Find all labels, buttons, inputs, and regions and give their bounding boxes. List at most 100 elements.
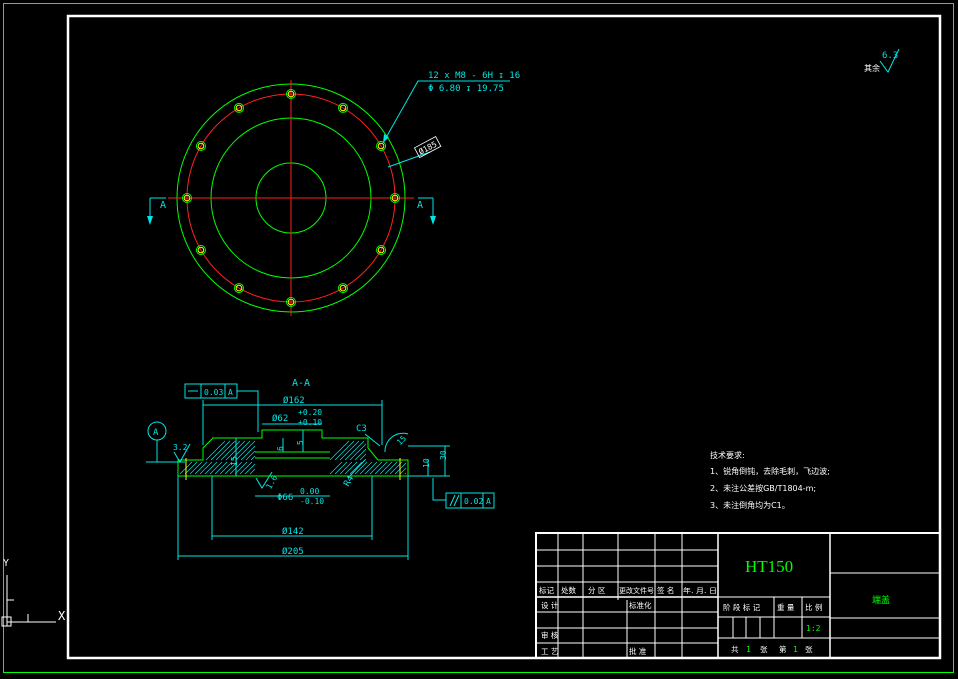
bolt-holes	[182, 89, 400, 307]
hatch-line	[194, 461, 208, 475]
parallel-symbol	[449, 494, 456, 507]
hatch-line	[224, 461, 238, 475]
hatch-line	[250, 455, 256, 461]
bolt-hole	[338, 102, 348, 113]
leader-arrowhead	[383, 134, 389, 143]
hole-callout-line1: 12 x M8 - 6H ↧ 16	[428, 71, 520, 81]
bolt-circle-dim-tag: Ø185	[413, 136, 442, 159]
bolt-hole	[376, 245, 387, 255]
bolt-hole	[195, 245, 206, 255]
ucs-y-label: Y	[3, 558, 9, 569]
hatch-line	[349, 443, 367, 461]
hatch-line	[379, 461, 393, 475]
dim-10: 10	[422, 458, 431, 468]
section-mark-left: A	[160, 200, 166, 211]
flatness-value: 0.03	[204, 388, 223, 397]
bolt-circle-dim: Ø185	[417, 139, 439, 157]
roughness-16-symbol	[255, 471, 273, 489]
hatch-line	[339, 461, 353, 475]
drawing-frame	[66, 14, 942, 660]
bolt-hole-thread	[339, 104, 347, 112]
hatch-line	[189, 461, 203, 475]
bolt-hole-thread	[183, 194, 191, 202]
tb-total: 1	[746, 645, 751, 654]
hatch-line	[245, 450, 256, 461]
chamfer-c3: C3	[356, 424, 367, 434]
hatch-line	[234, 461, 248, 475]
section-hatching	[179, 440, 407, 475]
dim-66-upper: 0.00	[300, 487, 319, 496]
angle-15: 15	[395, 434, 408, 447]
tb-header-mark: 标记	[539, 585, 554, 595]
hatch-line	[359, 453, 367, 461]
hatch-line	[334, 440, 355, 461]
bolt-hole-thread	[235, 284, 243, 292]
bolt-hole	[182, 193, 192, 203]
dim-62-lower: +0.10	[298, 418, 322, 427]
tb-unit1: 张	[760, 645, 768, 654]
hatch-line	[354, 461, 368, 475]
hatch-line	[205, 440, 226, 461]
hole-callout-line2: Φ 6.80 ↧ 19.75	[428, 84, 504, 94]
dim-66-lower: -0.10	[300, 497, 324, 506]
tech-requirements: 技术要求: 1、锐角倒钝，去除毛刺，飞边波; 2、未注公差按GB/T1804-m…	[710, 450, 830, 510]
hatch-line	[214, 461, 228, 475]
bolt-hole-thread	[377, 142, 385, 150]
hatch-line	[399, 467, 407, 475]
section-title: A-A	[292, 378, 310, 389]
roughness-32-symbol	[173, 443, 191, 463]
bolt-hole	[376, 141, 387, 151]
section-arrowhead-right	[430, 216, 436, 225]
material: HT150	[745, 557, 793, 576]
hatch-line	[364, 461, 378, 475]
hole-callout-leader	[382, 80, 510, 144]
dim-30: 30	[439, 450, 448, 460]
bolt-hole	[338, 283, 348, 294]
hatch-line	[184, 461, 198, 475]
tb-sheet-no: 1	[793, 645, 798, 654]
tb-approve: 批 准	[629, 646, 647, 656]
tb-unit2: 张	[805, 645, 813, 654]
dim-5: 5	[296, 440, 305, 445]
hatch-line	[344, 461, 358, 475]
bolt-hole	[234, 102, 244, 113]
bolt-hole	[234, 283, 244, 294]
radius-r4: R4	[342, 474, 356, 488]
hatch-line	[364, 458, 367, 461]
hatch-line	[354, 448, 367, 461]
hatch-line	[329, 440, 350, 461]
angle-15-arc	[384, 432, 409, 453]
part-name: 端盖	[872, 594, 890, 606]
ucs-x-label: X	[58, 609, 66, 623]
datum-label: A	[153, 428, 159, 438]
bolt-hole-thread	[391, 194, 399, 202]
tb-weight: 重 量	[777, 603, 795, 612]
hatch-line	[334, 461, 348, 475]
hatch-line	[359, 461, 373, 475]
section-arrowhead-left	[147, 216, 153, 225]
roughness-32: 3.2	[173, 443, 188, 452]
bolt-hole-thread	[197, 142, 205, 150]
dim-15: 15	[230, 456, 239, 466]
roughness-corner-value: 6.3	[882, 51, 898, 61]
parallel-datum: A	[486, 497, 491, 506]
tb-header-docno: 更改文件号	[619, 586, 654, 595]
bolt-hole-thread	[377, 246, 385, 254]
parallel-value: 0.02	[464, 497, 483, 506]
tb-sheet-prefix: 第	[779, 644, 787, 654]
hatch-line	[349, 461, 363, 475]
dim-205: Ø205	[282, 546, 304, 557]
hatch-line	[220, 440, 241, 461]
dim-62: Ø62	[272, 413, 288, 424]
bolt-hole	[195, 141, 206, 151]
hatch-line	[240, 445, 256, 461]
dim-66: Φ66	[277, 493, 293, 503]
tech-req-item-2: 2、未注公差按GB/T1804-m;	[710, 483, 816, 493]
hatch-line	[244, 463, 256, 475]
tb-scale-value: 1:2	[806, 624, 821, 633]
tb-review: 审 核	[541, 630, 559, 640]
hatch-line	[209, 461, 223, 475]
roughness-corner: 其余 6.3	[864, 48, 900, 73]
tech-req-item-1: 1、锐角倒钝，去除毛刺，飞边波;	[710, 466, 830, 476]
